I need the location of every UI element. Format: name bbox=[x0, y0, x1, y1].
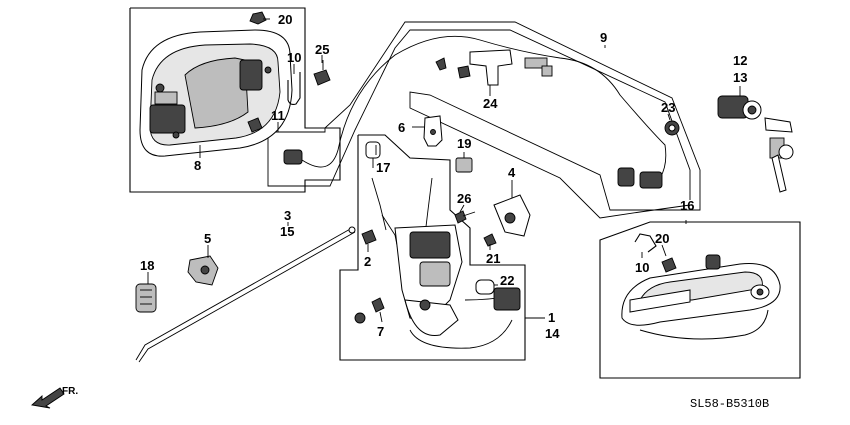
callout-20-lower: 20 bbox=[655, 231, 669, 246]
callout-10-lower: 10 bbox=[635, 260, 649, 275]
callout-12: 12 bbox=[733, 53, 747, 68]
cable-9 bbox=[283, 35, 667, 189]
door-latch-assembly bbox=[371, 177, 521, 349]
clip-10-top bbox=[287, 72, 301, 106]
bushing-22 bbox=[475, 279, 495, 295]
clip-20-top bbox=[249, 11, 267, 25]
lock-cylinder-assembly bbox=[717, 95, 794, 193]
screw-7 bbox=[354, 297, 385, 324]
callout-16: 16 bbox=[680, 198, 694, 213]
callout-19: 19 bbox=[457, 136, 471, 151]
callout-26: 26 bbox=[457, 191, 471, 206]
callout-7: 7 bbox=[377, 324, 384, 339]
rod-3-15 bbox=[135, 226, 356, 363]
callout-13: 13 bbox=[733, 70, 747, 85]
diagram-code: SL58-B5310B bbox=[690, 397, 769, 411]
pad-18 bbox=[135, 283, 157, 313]
inside-handle-frame bbox=[129, 7, 341, 193]
screw-25 bbox=[313, 60, 331, 86]
cable-routing-frame bbox=[267, 21, 701, 219]
callout-2: 2 bbox=[364, 254, 371, 269]
screw-21 bbox=[483, 233, 497, 247]
callout-15: 15 bbox=[280, 224, 294, 239]
bolt-26 bbox=[454, 210, 476, 224]
callout-11: 11 bbox=[271, 108, 285, 123]
leader-lines bbox=[147, 18, 741, 323]
callout-24: 24 bbox=[483, 96, 498, 111]
callout-22: 22 bbox=[500, 273, 514, 288]
callout-25: 25 bbox=[315, 42, 329, 57]
grommet-17 bbox=[365, 141, 381, 168]
grommet-23 bbox=[664, 120, 680, 136]
rod-clip-5 bbox=[187, 255, 219, 286]
callout-23: 23 bbox=[661, 100, 675, 115]
callout-6: 6 bbox=[398, 120, 405, 135]
callout-4: 4 bbox=[508, 165, 516, 180]
callout-18: 18 bbox=[140, 258, 154, 273]
outside-handle-assembly bbox=[621, 233, 781, 340]
callout-8: 8 bbox=[194, 158, 201, 173]
callout-labels: 20 10 25 8 11 9 24 23 12 13 6 17 19 4 26… bbox=[140, 12, 747, 341]
bracket-24 bbox=[469, 49, 513, 86]
callout-9: 9 bbox=[600, 30, 607, 45]
outside-handle-frame bbox=[599, 221, 801, 379]
callout-21: 21 bbox=[486, 251, 500, 266]
front-direction-arrow: FR. bbox=[31, 386, 78, 409]
lock-actuator-frame bbox=[339, 134, 526, 361]
callout-10: 10 bbox=[287, 50, 301, 65]
callout-17: 17 bbox=[376, 160, 390, 175]
inside-handle-assembly bbox=[139, 29, 293, 158]
callout-14: 14 bbox=[545, 326, 560, 341]
clip-11 bbox=[247, 117, 263, 133]
callout-1: 1 bbox=[548, 310, 555, 325]
rod-guide-6 bbox=[423, 115, 443, 147]
callout-20: 20 bbox=[278, 12, 292, 27]
callout-5: 5 bbox=[204, 231, 211, 246]
cushion-19 bbox=[455, 157, 473, 173]
callout-3: 3 bbox=[284, 208, 291, 223]
striker-4 bbox=[493, 194, 531, 237]
direction-label: FR. bbox=[62, 386, 78, 397]
screw-2 bbox=[361, 229, 377, 245]
